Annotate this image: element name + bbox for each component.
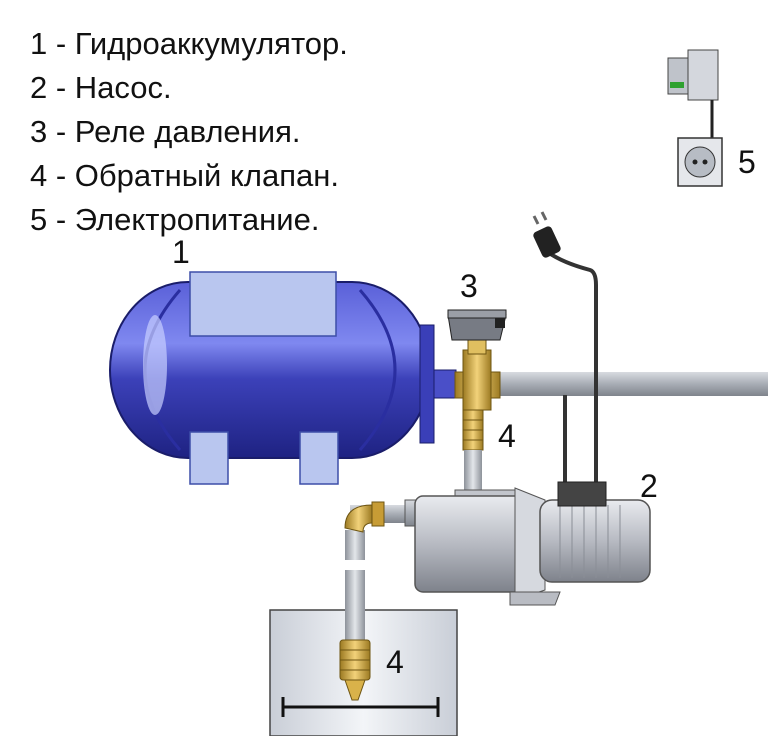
power-plug-icon: [532, 211, 561, 258]
five-way-fitting: [454, 339, 501, 411]
pressure-switch: [447, 309, 507, 341]
legend-item-1: 1 - Гидроаккумулятор.: [30, 26, 348, 61]
callout-check-valve-upper: 4: [498, 418, 516, 454]
accumulator-tank: [109, 271, 457, 485]
pressure-pipe: [495, 372, 768, 396]
power-cable: [532, 211, 598, 495]
legend-item-3: 3 - Реле давления.: [30, 114, 301, 149]
power-supply: [667, 49, 723, 187]
legend: 1 - Гидроаккумулятор. 2 - Насос. 3 - Рел…: [30, 22, 348, 242]
callout-accumulator: 1: [172, 234, 190, 270]
legend-item-4: 4 - Обратный клапан.: [30, 158, 339, 193]
legend-item-2: 2 - Насос.: [30, 70, 172, 105]
pump: [404, 481, 651, 606]
suction-elbow: [344, 501, 385, 533]
legend-item-5: 5 - Электропитание.: [30, 202, 320, 237]
socket-icon: [677, 137, 723, 187]
callout-pressure-switch: 3: [460, 268, 478, 304]
upper-check-valve: [462, 409, 484, 490]
callout-check-valve-lower: 4: [386, 644, 404, 680]
callout-power-supply: 5: [738, 144, 756, 180]
lower-check-valve: [339, 639, 371, 701]
callout-pump: 2: [640, 468, 658, 504]
